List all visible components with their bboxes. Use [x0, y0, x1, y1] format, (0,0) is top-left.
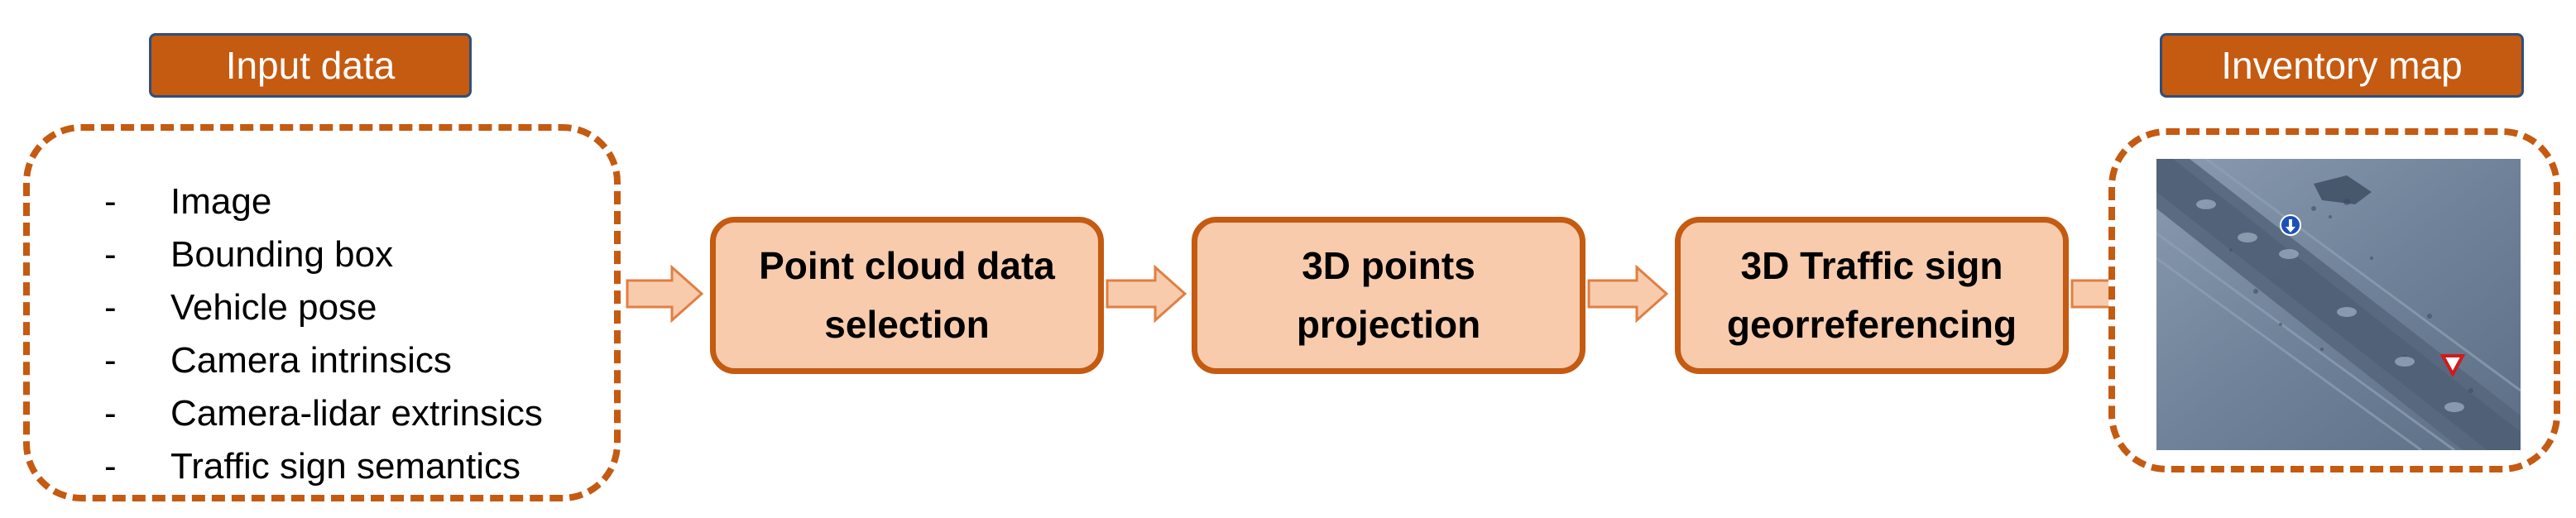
step-3d-points-projection: 3D points projection — [1192, 217, 1585, 374]
input-item-camera-intrinsics: Camera intrinsics — [170, 340, 452, 381]
step-traffic-sign-georreferencing: 3D Traffic sign georreferencing — [1675, 217, 2069, 374]
input-item-image: Image — [170, 181, 272, 222]
input-data-panel: -Image -Bounding box -Vehicle pose -Came… — [23, 124, 621, 501]
step-point-cloud-selection: Point cloud data selection — [710, 217, 1104, 374]
list-item: -Camera intrinsics — [104, 340, 452, 381]
input-item-semantics: Traffic sign semantics — [170, 446, 521, 487]
input-data-label: Input data — [149, 33, 472, 98]
point-cloud-map-image — [2156, 159, 2521, 450]
step-label: Point cloud data — [759, 243, 1055, 287]
inventory-map-label: Inventory map — [2160, 33, 2524, 98]
blue-info-sign-icon — [2280, 214, 2301, 236]
arrow-right-icon — [1587, 264, 1669, 324]
step-label: 3D Traffic sign — [1740, 243, 2003, 287]
step-label: 3D points — [1302, 243, 1475, 287]
list-item: -Image — [104, 181, 272, 222]
step-label: projection — [1296, 303, 1481, 346]
input-item-vehicle-pose: Vehicle pose — [170, 287, 377, 328]
step-label: selection — [824, 303, 990, 346]
list-item: -Camera-lidar extrinsics — [104, 393, 543, 434]
list-item: -Vehicle pose — [104, 287, 377, 328]
list-item: -Traffic sign semantics — [104, 446, 521, 487]
input-item-bounding-box: Bounding box — [170, 234, 394, 275]
input-item-extrinsics: Camera-lidar extrinsics — [170, 393, 543, 434]
arrow-right-icon — [626, 264, 704, 324]
list-item: -Bounding box — [104, 234, 394, 275]
input-list: -Image -Bounding box -Vehicle pose -Came… — [79, 175, 543, 493]
red-yield-sign-icon — [2439, 354, 2466, 378]
step-label: georreferencing — [1726, 303, 2017, 346]
arrow-right-icon — [1106, 264, 1187, 324]
